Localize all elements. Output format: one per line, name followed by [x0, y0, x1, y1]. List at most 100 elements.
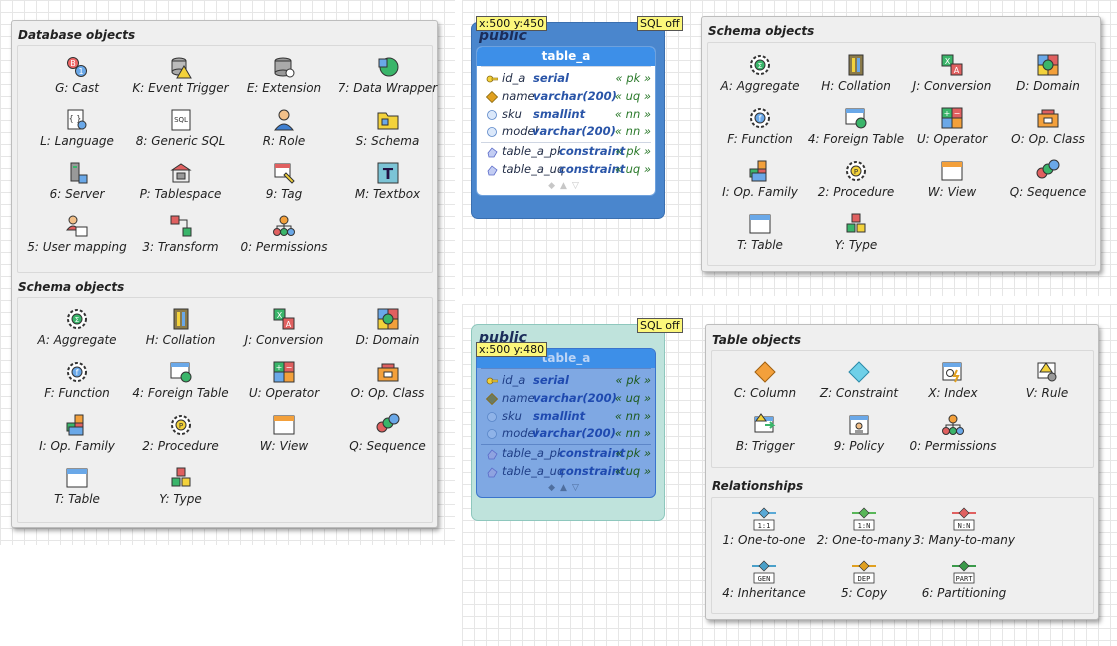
menu-item-role[interactable]: R: Role	[229, 108, 339, 154]
menu-item-label: U: Operator	[248, 386, 320, 400]
column-name: table_a_uq	[502, 463, 565, 478]
menu-item-tag[interactable]: 9: Tag	[229, 161, 339, 207]
table-collapse-controls[interactable]: ◆▲▽	[548, 181, 584, 191]
menu-item-constraint[interactable]: Z: Constraint	[804, 360, 914, 406]
menu-item-user-mapping[interactable]: 5: User mapping	[22, 214, 132, 260]
menu-item-schema[interactable]: S: Schema	[333, 108, 443, 154]
menu-item-server[interactable]: 6: Server	[22, 161, 132, 207]
menu-item-label: H: Collation	[145, 333, 216, 347]
menu-item-label: M: Textbox	[354, 187, 421, 201]
menu-item-op-family[interactable]: I: Op. Family	[705, 159, 815, 205]
conversion-icon: XA	[273, 308, 295, 330]
menu-item-op-class[interactable]: O: Op. Class	[993, 106, 1103, 152]
foreign-table-icon	[845, 108, 867, 129]
menu-item-type[interactable]: Y: Type	[801, 212, 911, 258]
table-collapse-controls[interactable]: ◆▲▽	[548, 483, 584, 493]
menu-item-data-wrapper[interactable]: 7: Data Wrapper	[333, 55, 443, 101]
menu-item-collation[interactable]: H: Collation	[801, 53, 911, 99]
menu-item-collation[interactable]: H: Collation	[126, 307, 236, 353]
menu-item-type[interactable]: Y: Type	[126, 466, 236, 512]
user-mapping-icon	[65, 215, 88, 237]
menu-item-tablespace[interactable]: P: Tablespace	[126, 161, 236, 207]
type-icon	[846, 213, 866, 233]
menu-item-table[interactable]: T: Table	[22, 466, 132, 512]
menu-item-operator[interactable]: +−U: Operator	[897, 106, 1007, 152]
menu-item-language[interactable]: { }L: Language	[22, 108, 132, 154]
operator-icon: +−	[273, 361, 295, 383]
column-constraint-tag: « nn »	[614, 408, 651, 423]
menu-item-table[interactable]: T: Table	[705, 212, 815, 258]
column-name: model	[502, 124, 538, 139]
column-constraint-tag: « pk »	[615, 71, 651, 85]
aggregate-icon: Σ	[750, 55, 770, 75]
menu-item-column[interactable]: C: Column	[710, 360, 820, 406]
menu-item-domain[interactable]: D: Domain	[333, 307, 443, 353]
menu-item-trigger[interactable]: B: Trigger	[710, 413, 820, 459]
menu-item-domain[interactable]: D: Domain	[993, 53, 1103, 99]
svg-text:X: X	[277, 311, 283, 320]
menu-item-foreign-table[interactable]: 4: Foreign Table	[801, 106, 911, 152]
menu-item-label: 4: Foreign Table	[807, 132, 905, 146]
relationships-group	[711, 497, 1094, 614]
menu-item-permissions[interactable]: 0: Permissions	[898, 413, 1008, 459]
menu-item-label: Q: Sequence	[349, 439, 426, 453]
menu-item-policy[interactable]: 9: Policy	[804, 413, 914, 459]
menu-item-view[interactable]: W: View	[229, 413, 339, 459]
menu-item-label: Y: Type	[834, 238, 878, 252]
menu-item-transform[interactable]: 3: Transform	[126, 214, 236, 260]
column-icon	[754, 361, 776, 383]
svg-text:P: P	[854, 168, 858, 176]
menu-item-operator[interactable]: +− U: Operator	[229, 360, 339, 406]
menu-item-label: 9: Policy	[833, 439, 885, 453]
menu-item-rule[interactable]: V: Rule	[992, 360, 1102, 406]
sql-off-tag-bottom: SQL off	[637, 318, 683, 333]
svg-text:N:N: N:N	[958, 522, 971, 530]
menu-item-event-trigger[interactable]: K: Event Trigger	[126, 55, 236, 101]
menu-item-label: J: Conversion	[912, 79, 992, 93]
menu-item-op-class[interactable]: O: Op. Class	[333, 360, 443, 406]
menu-item-foreign-table[interactable]: 4: Foreign Table	[126, 360, 236, 406]
menu-item-sequence[interactable]: Q: Sequence	[333, 413, 443, 459]
menu-item-sequence[interactable]: Q: Sequence	[993, 159, 1103, 205]
menu-item-index[interactable]: X: Index	[898, 360, 1008, 406]
menu-item-op-family[interactable]: I: Op. Family	[22, 413, 132, 459]
column-type: constraint	[559, 446, 626, 460]
menu-item-view[interactable]: W: View	[897, 159, 1007, 205]
menu-item-permissions[interactable]: 0: Permissions	[229, 214, 339, 260]
menu-item-extension[interactable]: E: Extension	[229, 55, 339, 101]
column-name: table_a_uq	[502, 161, 565, 176]
column-name: table_a_pk	[502, 144, 564, 158]
op-family-icon	[749, 160, 767, 182]
